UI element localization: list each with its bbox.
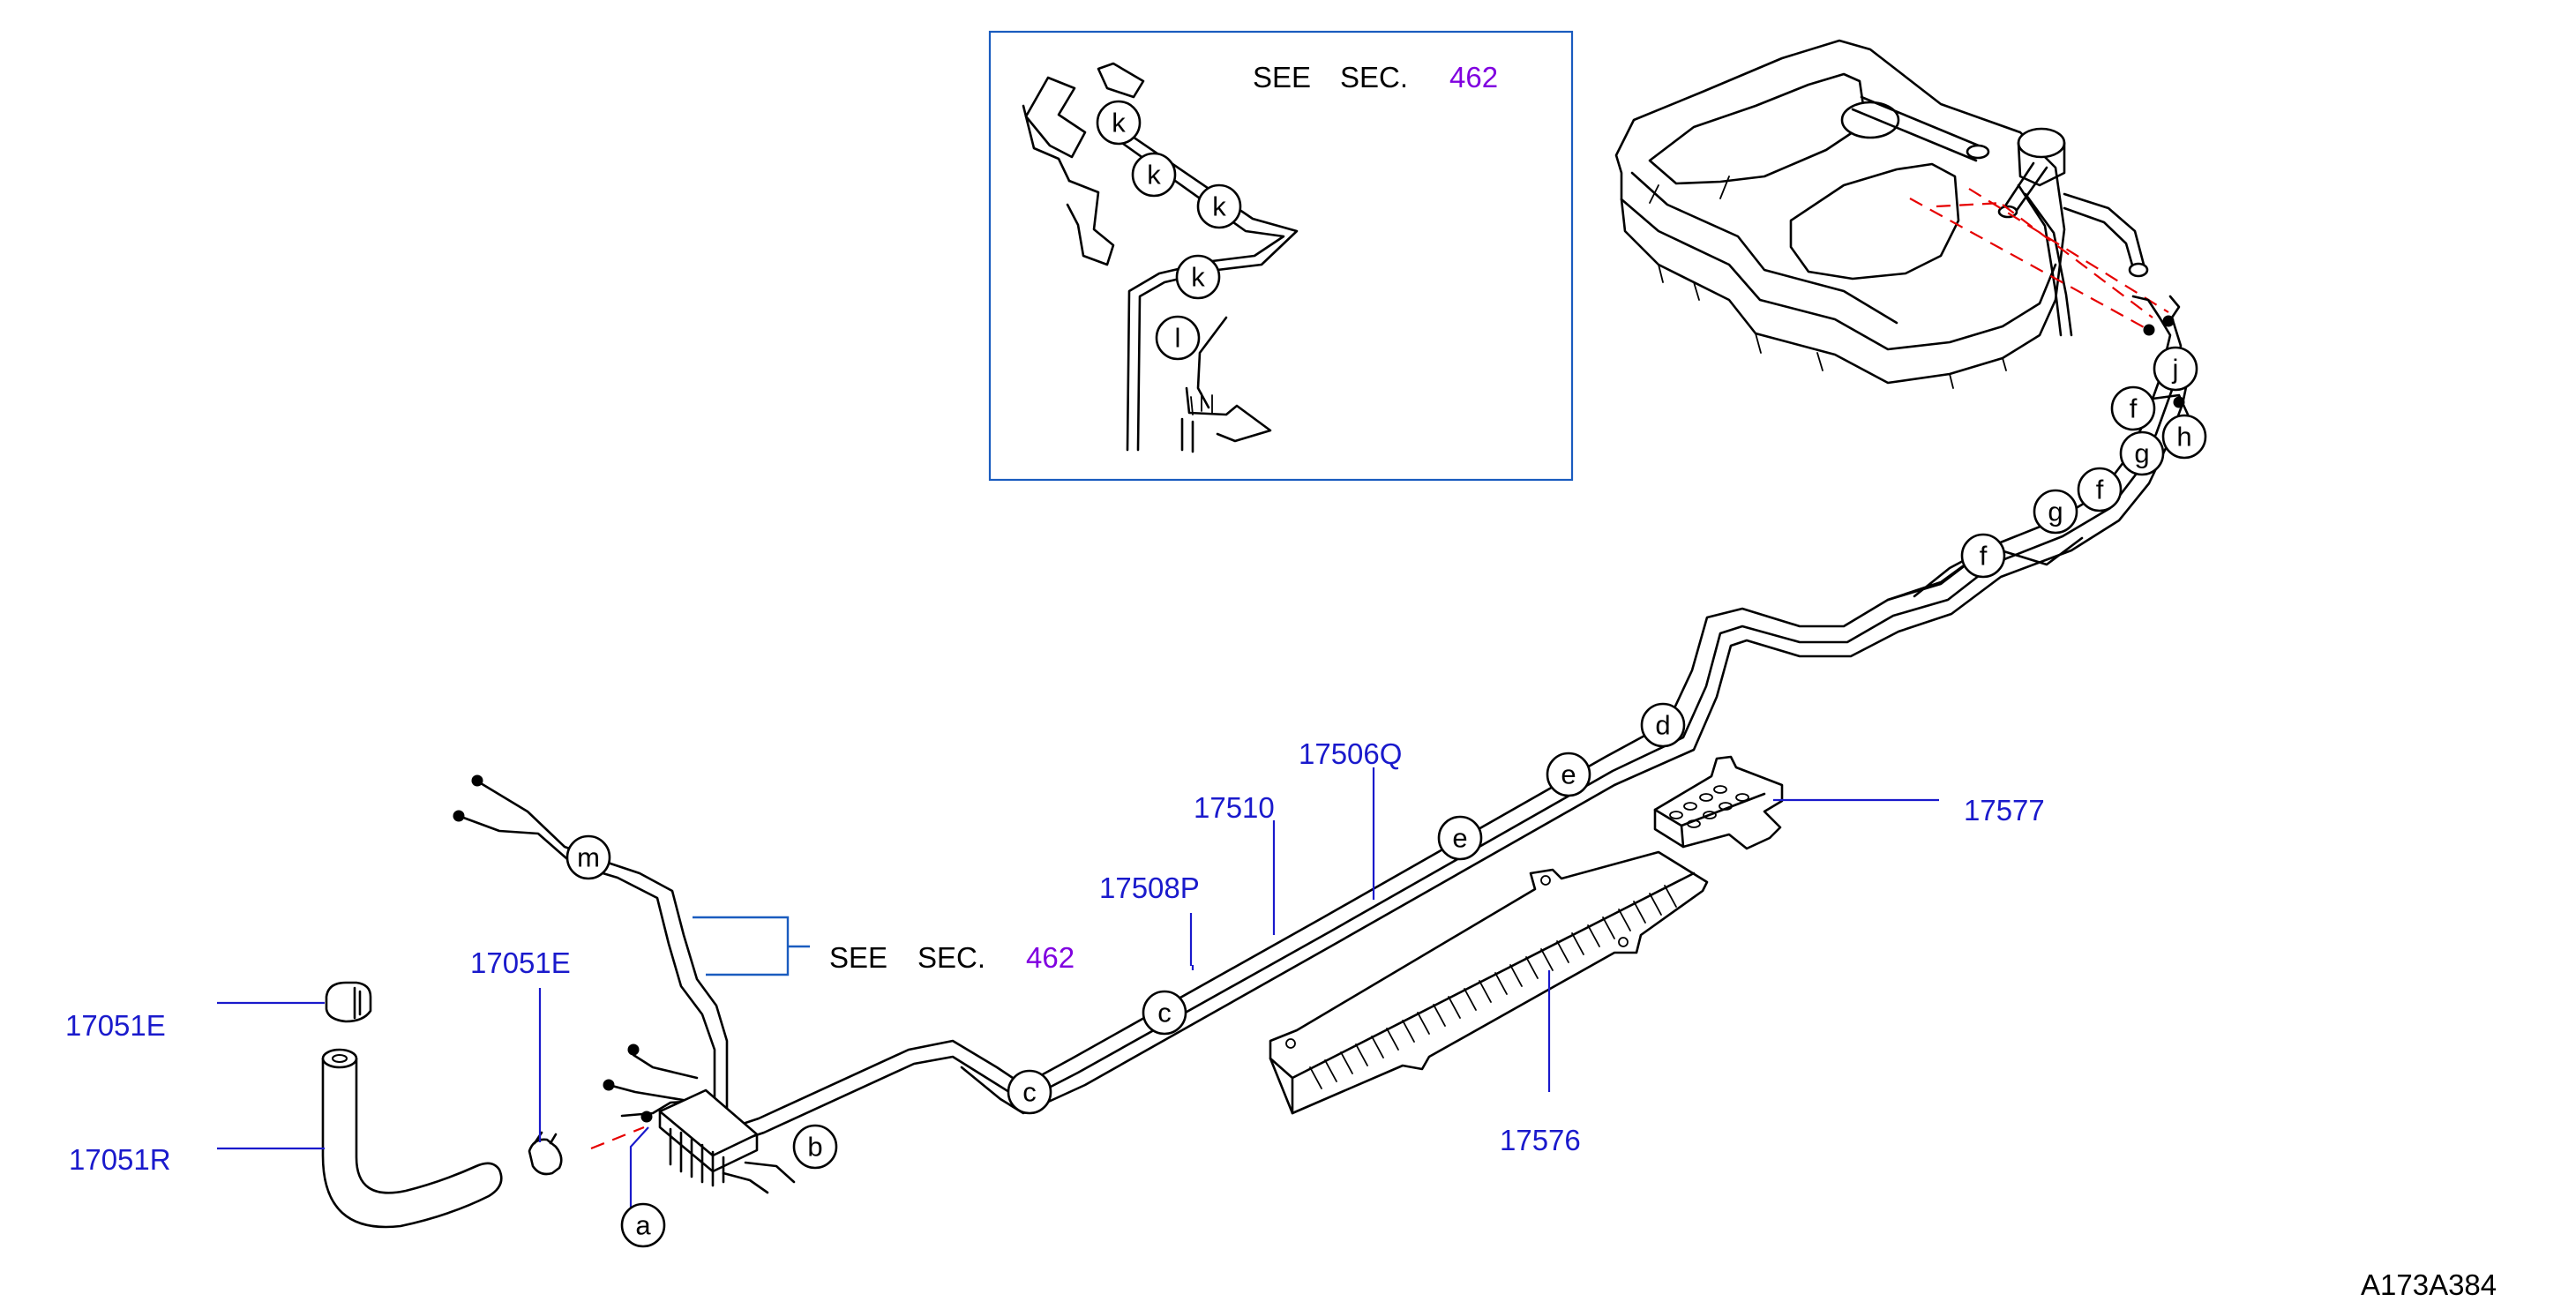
part-number-17051R[interactable]: 17051R <box>69 1143 171 1176</box>
svg-text:k: k <box>1212 191 1226 222</box>
bracket-17577 <box>1653 755 1784 850</box>
bracket-holes <box>1669 785 1749 828</box>
callout-g[interactable]: g <box>2033 489 2078 535</box>
inset-section-reference: SEE SEC. 462 <box>1253 61 1498 94</box>
callout-k[interactable]: k <box>1131 152 1177 198</box>
section-462-link[interactable]: 462 <box>1449 61 1498 94</box>
part-number-17506Q[interactable]: 17506Q <box>1299 737 1402 770</box>
callout-c[interactable]: c <box>1007 1069 1052 1115</box>
part-number-17508P[interactable]: 17508P <box>1099 871 1200 904</box>
callout-k[interactable]: k <box>1096 100 1142 146</box>
part-number-17510[interactable]: 17510 <box>1194 791 1275 824</box>
hose-clamp-17051E-center <box>528 1131 563 1176</box>
svg-text:g: g <box>2134 438 2149 469</box>
callout-d[interactable]: d <box>1640 702 1686 748</box>
inset-callouts: k k k k l <box>1096 100 1242 361</box>
leader-lines <box>217 767 1939 1210</box>
callout-f[interactable]: f <box>2077 467 2123 512</box>
part-number-17051E[interactable]: 17051E <box>470 946 571 979</box>
svg-text:d: d <box>1655 710 1670 741</box>
svg-text:m: m <box>577 842 600 873</box>
sec-label: SEC. <box>1340 61 1408 94</box>
fuel-tank <box>1614 39 2149 389</box>
alignment-dashes <box>1909 188 2169 329</box>
main-callouts: m a b c c e e d f g f g h f j <box>565 346 2207 1248</box>
inset-detail: k k k k l SEE SEC. 462 <box>988 30 1574 482</box>
figure-code: A173A384 <box>2361 1268 2497 1301</box>
svg-text:g: g <box>2048 497 2063 527</box>
svg-text:k: k <box>1112 108 1126 138</box>
left-pipe-assembly <box>457 779 796 1194</box>
callout-c[interactable]: c <box>1142 990 1187 1036</box>
callout-m[interactable]: m <box>565 834 611 880</box>
hose-clamp-17051E-left <box>325 981 372 1023</box>
svg-text:l: l <box>1175 323 1181 354</box>
svg-text:a: a <box>635 1210 651 1241</box>
part-number-17577[interactable]: 17577 <box>1964 794 2045 827</box>
see-label: SEE <box>829 941 887 974</box>
svg-text:c: c <box>1022 1077 1037 1108</box>
svg-text:j: j <box>2172 354 2179 385</box>
callout-e[interactable]: e <box>1437 815 1483 861</box>
callout-h[interactable]: h <box>2161 414 2207 460</box>
svg-text:e: e <box>1452 823 1467 854</box>
svg-text:f: f <box>2096 475 2104 505</box>
svg-text:h: h <box>2176 422 2191 453</box>
part-number-17051E[interactable]: 17051E <box>65 1009 166 1042</box>
inset-pipe-assembly <box>1022 62 1299 453</box>
svg-text:k: k <box>1147 160 1161 191</box>
pipe-protector-17576 <box>1269 850 1709 1115</box>
callout-f[interactable]: f <box>1960 533 2006 579</box>
fuel-hose-17051R <box>321 1048 503 1229</box>
main-section-reference: SEE SEC. 462 <box>829 941 1075 974</box>
callout-e[interactable]: e <box>1546 752 1591 797</box>
callout-k[interactable]: k <box>1175 254 1221 300</box>
part-number-labels: 17051E 17051R 17051E 17508P 17510 17506Q… <box>65 737 2045 1176</box>
callout-g[interactable]: g <box>2119 430 2165 476</box>
sec-label: SEC. <box>917 941 985 974</box>
see-label: SEE <box>1253 61 1311 94</box>
svg-text:k: k <box>1191 262 1205 293</box>
svg-text:e: e <box>1561 759 1576 790</box>
svg-text:b: b <box>807 1132 822 1163</box>
svg-text:f: f <box>2130 393 2138 424</box>
svg-text:c: c <box>1157 998 1172 1028</box>
callout-b[interactable]: b <box>792 1124 838 1170</box>
pipe-end-dots <box>453 315 2185 1123</box>
svg-text:f: f <box>1980 541 1988 572</box>
protector-ribs <box>1309 885 1677 1089</box>
callout-a[interactable]: a <box>620 1202 666 1248</box>
main-section-bracket <box>693 916 810 976</box>
inset-border <box>988 30 1574 482</box>
section-462-link[interactable]: 462 <box>1026 941 1075 974</box>
callout-j[interactable]: j <box>2153 346 2198 392</box>
callout-k[interactable]: k <box>1196 183 1242 229</box>
part-number-17576[interactable]: 17576 <box>1500 1124 1581 1156</box>
callout-f[interactable]: f <box>2110 385 2156 431</box>
callout-l[interactable]: l <box>1155 315 1201 361</box>
